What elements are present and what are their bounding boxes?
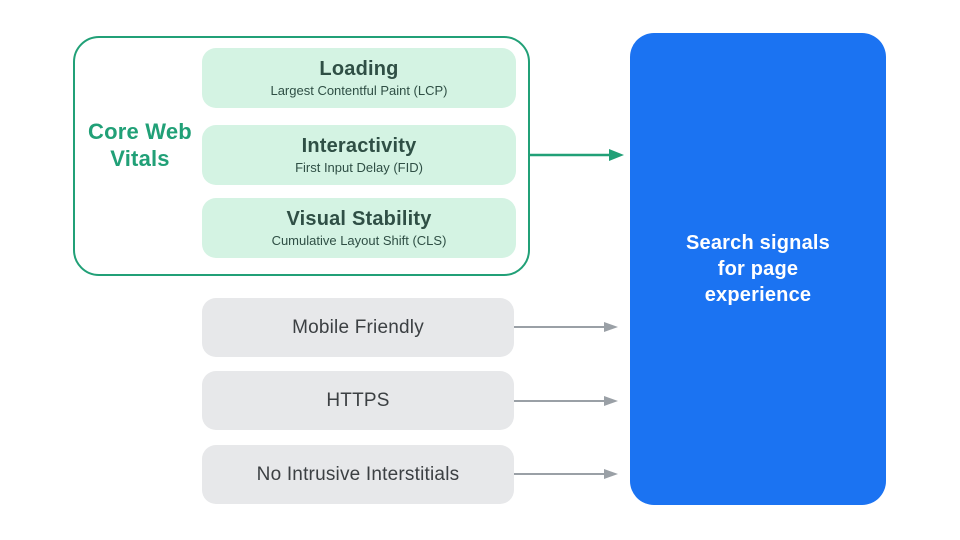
arrow-right-icon	[514, 322, 618, 332]
vital-subtitle: Largest Contentful Paint (LCP)	[270, 83, 448, 98]
vital-subtitle: First Input Delay (FID)	[295, 160, 423, 175]
signal-card-https: HTTPS	[202, 371, 514, 430]
signal-card-mobile-friendly: Mobile Friendly	[202, 298, 514, 357]
vital-title: Loading	[319, 58, 399, 80]
signal-card-no-intrusive-interstitials: No Intrusive Interstitials	[202, 445, 514, 504]
arrow-right-icon	[514, 469, 618, 479]
arrow-right-icon	[529, 149, 624, 161]
vital-title: Interactivity	[301, 135, 417, 157]
vital-subtitle: Cumulative Layout Shift (CLS)	[271, 233, 447, 248]
signal-label: No Intrusive Interstitials	[256, 464, 460, 485]
vital-card-visual-stability: Visual Stability Cumulative Layout Shift…	[202, 198, 516, 258]
search-signals-result-box: Search signals for page experience	[630, 33, 886, 505]
search-signals-label: Search signals for page experience	[686, 232, 830, 306]
core-web-vitals-label: Core Web Vitals	[88, 119, 192, 171]
signal-label: Mobile Friendly	[292, 317, 424, 338]
vital-card-interactivity: Interactivity First Input Delay (FID)	[202, 125, 516, 185]
vital-title: Visual Stability	[286, 208, 432, 230]
arrow-right-icon	[514, 396, 618, 406]
signal-label: HTTPS	[326, 390, 390, 411]
vital-card-loading: Loading Largest Contentful Paint (LCP)	[202, 48, 516, 108]
